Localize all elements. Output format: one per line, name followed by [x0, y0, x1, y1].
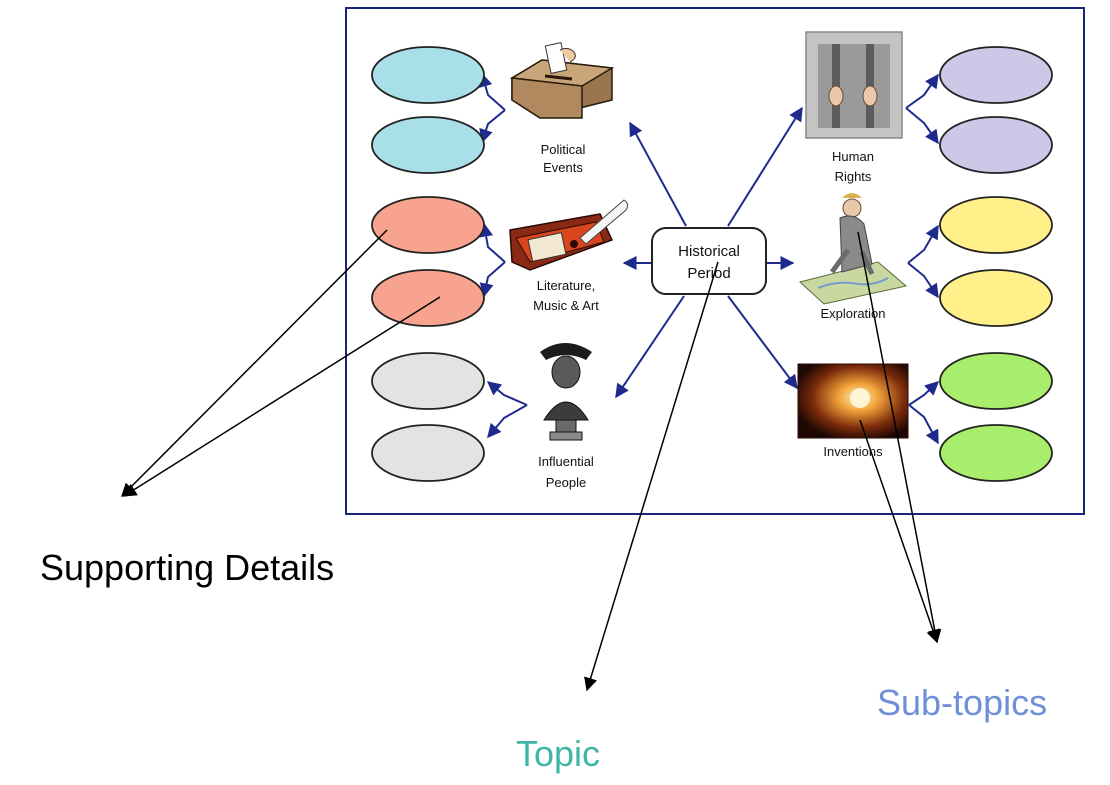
supporting-detail-ovals [371, 46, 1053, 482]
detail-oval-lavender [939, 46, 1053, 104]
subtopic-human-rights-line1: Human [832, 149, 874, 164]
detail-oval-green [939, 424, 1053, 482]
subtopic-political-events-line1: Political [541, 142, 586, 157]
detail-oval-salmon [371, 269, 485, 327]
pointer-supporting-details-1 [121, 229, 388, 497]
detail-oval-green [939, 352, 1053, 410]
central-topic-line1: Historical [678, 243, 740, 260]
detail-oval-yellow [939, 269, 1053, 327]
hub-connectors [615, 106, 803, 399]
subtopic-literature-line1: Literature, [537, 278, 596, 293]
annotation-pointers [121, 229, 942, 692]
subtopic-literature-line2: Music & Art [533, 298, 599, 313]
quill-and-books-icon [509, 199, 629, 271]
label-supporting-details: Supporting Details [40, 547, 334, 588]
detail-oval-gray [371, 352, 485, 410]
subtopic-influential-people-line2: People [546, 475, 586, 490]
detail-oval-salmon [371, 196, 485, 254]
detail-oval-cyan [371, 116, 485, 174]
bust-statue-icon [540, 343, 592, 441]
ballot-box-icon [509, 42, 615, 119]
pointer-subtopics-1 [857, 231, 942, 644]
detail-oval-lavender [939, 116, 1053, 174]
subtopic-exploration-line1: Exploration [820, 306, 885, 321]
detail-oval-gray [371, 424, 485, 482]
pointer-subtopics-2 [859, 419, 940, 644]
detail-connectors [478, 72, 940, 445]
subtopic-political-events-line2: Events [543, 160, 583, 175]
subtopic-influential-people-line1: Influential [538, 454, 594, 469]
connector-influential-people [615, 295, 685, 399]
subtopic-human-rights-line2: Rights [835, 169, 872, 184]
detail-oval-yellow [939, 196, 1053, 254]
label-subtopics: Sub-topics [877, 682, 1047, 723]
explorer-with-map-icon [798, 193, 908, 305]
central-topic-node: Historical Period [651, 227, 767, 295]
central-topic-line2: Period [687, 265, 730, 282]
pointer-topic [584, 261, 719, 692]
detail-oval-cyan [371, 46, 485, 104]
connector-inventions [727, 295, 798, 390]
subtopic-inventions-line1: Inventions [823, 444, 883, 459]
label-topic: Topic [516, 733, 600, 774]
prison-bars-icon [805, 31, 903, 139]
glowing-light-icon [797, 363, 909, 439]
connector-political-events [629, 121, 687, 227]
pointer-supporting-details-2 [122, 296, 441, 497]
connector-human-rights [727, 106, 803, 227]
